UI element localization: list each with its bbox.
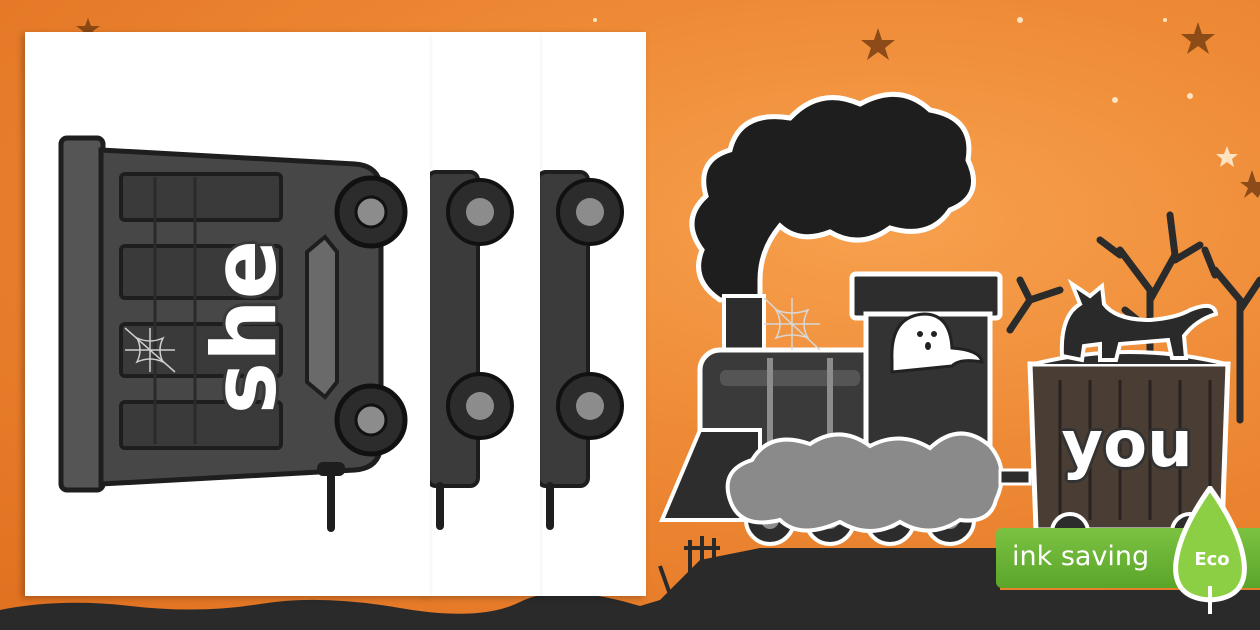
spiderweb-icon	[124, 327, 176, 373]
star-icon	[861, 28, 895, 60]
star-icon	[1216, 146, 1238, 167]
card-sheet	[428, 32, 540, 596]
wagon-illustration	[58, 135, 408, 532]
card-sheet-front: she	[25, 32, 430, 596]
star-icon	[1187, 93, 1193, 99]
card-word: she	[193, 239, 296, 415]
star-icon	[1240, 170, 1260, 198]
star-icon	[1112, 97, 1118, 103]
wagon-word: you	[1061, 408, 1193, 482]
star-icon	[1181, 22, 1215, 54]
wagon-illustration	[428, 170, 514, 530]
tree-icon	[1006, 211, 1260, 424]
ground	[0, 548, 1260, 630]
star-icon	[593, 18, 597, 22]
card-sheet	[538, 32, 646, 596]
ink-saving-label: ink saving	[1012, 541, 1150, 572]
wagon-illustration	[538, 170, 624, 530]
fence	[658, 536, 720, 601]
star-icon	[1163, 18, 1167, 22]
eco-badge: Eco	[1194, 549, 1230, 570]
star-icon	[1017, 17, 1023, 23]
leaf-icon	[1173, 486, 1247, 614]
